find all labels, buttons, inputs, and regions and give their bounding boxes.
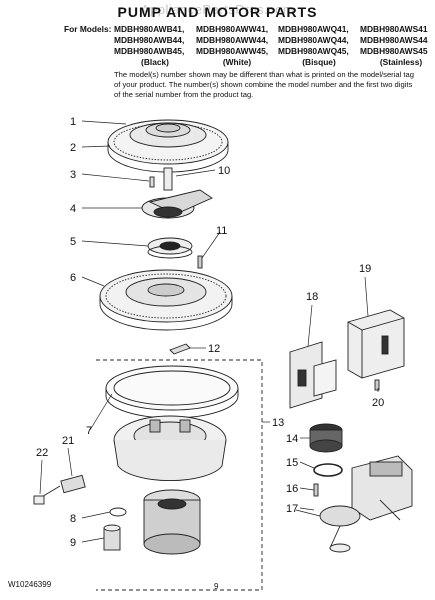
model-color-row: (Black) (White) (Bisque) (Stainless) <box>64 57 435 68</box>
model-row: For Models: MDBH980AWB41, MDBH980AWW41, … <box>64 24 435 35</box>
model-row: MDBH980AWB44, MDBH980AWW44, MDBH980AWQ44… <box>64 35 435 46</box>
callout-22: 22 <box>36 447 48 459</box>
leader-lines <box>39 120 379 543</box>
callout-18: 18 <box>306 291 318 303</box>
model-number: MDBH980AWS41 <box>360 24 428 34</box>
part-box-screw <box>374 379 380 391</box>
part-connector <box>33 474 86 505</box>
part-small-screw <box>197 255 203 269</box>
model-number: MDBH980AWW45, <box>196 46 269 56</box>
part-pump-screw <box>313 483 319 497</box>
callout-10: 10 <box>218 165 230 177</box>
model-number: MDBH980AWQ45, <box>278 46 349 56</box>
part-pump-cap <box>309 423 343 453</box>
part-motor <box>143 489 201 555</box>
part-pump-o-ring <box>313 463 343 477</box>
part-enclosure <box>96 359 263 591</box>
model-color: (Bisque) <box>302 57 336 67</box>
callout-12: 12 <box>208 343 220 355</box>
model-note: The model(s) number shown may be differe… <box>114 70 414 99</box>
part-bracket <box>289 341 337 409</box>
callout-2: 2 <box>70 142 76 154</box>
part-drain-valve <box>103 524 121 551</box>
model-number: MDBH980AWB45, <box>114 46 185 56</box>
model-number: MDBH980AWS44 <box>360 35 428 45</box>
callout-20: 20 <box>372 397 384 409</box>
model-number: MDBH980AWB44, <box>114 35 185 45</box>
part-sump <box>113 415 227 482</box>
part-impeller <box>147 237 193 259</box>
callout-8: 8 <box>70 513 76 525</box>
model-list: For Models: MDBH980AWB41, MDBH980AWW41, … <box>64 24 435 68</box>
callout-17: 17 <box>286 503 298 515</box>
callout-6: 6 <box>70 272 76 284</box>
callout-16: 16 <box>286 483 298 495</box>
part-cover <box>107 119 229 173</box>
page-title: PUMP AND MOTOR PARTS <box>117 4 318 20</box>
callout-21: 21 <box>62 435 74 447</box>
callout-9: 9 <box>70 537 76 549</box>
callout-13: 13 <box>272 417 284 429</box>
document-number: W10246399 <box>8 580 52 589</box>
callout-1: 1 <box>70 116 76 128</box>
model-color: (Black) <box>141 57 169 67</box>
part-clip <box>169 343 191 355</box>
callout-15: 15 <box>286 457 298 469</box>
callout-19: 19 <box>359 263 371 275</box>
callout-3: 3 <box>70 169 76 181</box>
part-o-ring <box>109 507 127 517</box>
models-prefix: For Models: <box>64 24 112 34</box>
model-number: MDBH980AWW44, <box>196 35 269 45</box>
part-control-box <box>347 309 405 379</box>
part-impeller-housing <box>141 189 213 219</box>
model-row: MDBH980AWB45, MDBH980AWW45, MDBH980AWQ45… <box>64 46 435 57</box>
callout-11: 11 <box>216 225 227 237</box>
callout-5: 5 <box>70 236 76 248</box>
part-drain-pump <box>295 455 413 553</box>
watermark: AppliancePartsPros.com <box>140 2 295 17</box>
model-number: MDBH980AWQ44, <box>278 35 349 45</box>
model-color: (White) <box>222 57 252 67</box>
callout-7: 7 <box>86 425 92 437</box>
model-number: MDBH980AWS45 <box>360 46 428 56</box>
callout-4: 4 <box>70 203 76 215</box>
callout-labels: 1 2 3 4 5 6 7 8 9 10 11 12 13 14 15 16 1… <box>36 116 384 549</box>
model-color: (Stainless) <box>379 57 423 67</box>
page-number: 9 <box>214 582 219 591</box>
model-number: MDBH980AWW41, <box>196 24 269 34</box>
part-filter <box>99 269 233 331</box>
model-number: MDBH980AWB41, <box>114 24 185 34</box>
part-seal-ring <box>105 365 239 419</box>
callout-14: 14 <box>286 433 298 445</box>
part-screw-shaft <box>149 167 173 191</box>
model-number: MDBH980AWQ41, <box>278 24 349 34</box>
